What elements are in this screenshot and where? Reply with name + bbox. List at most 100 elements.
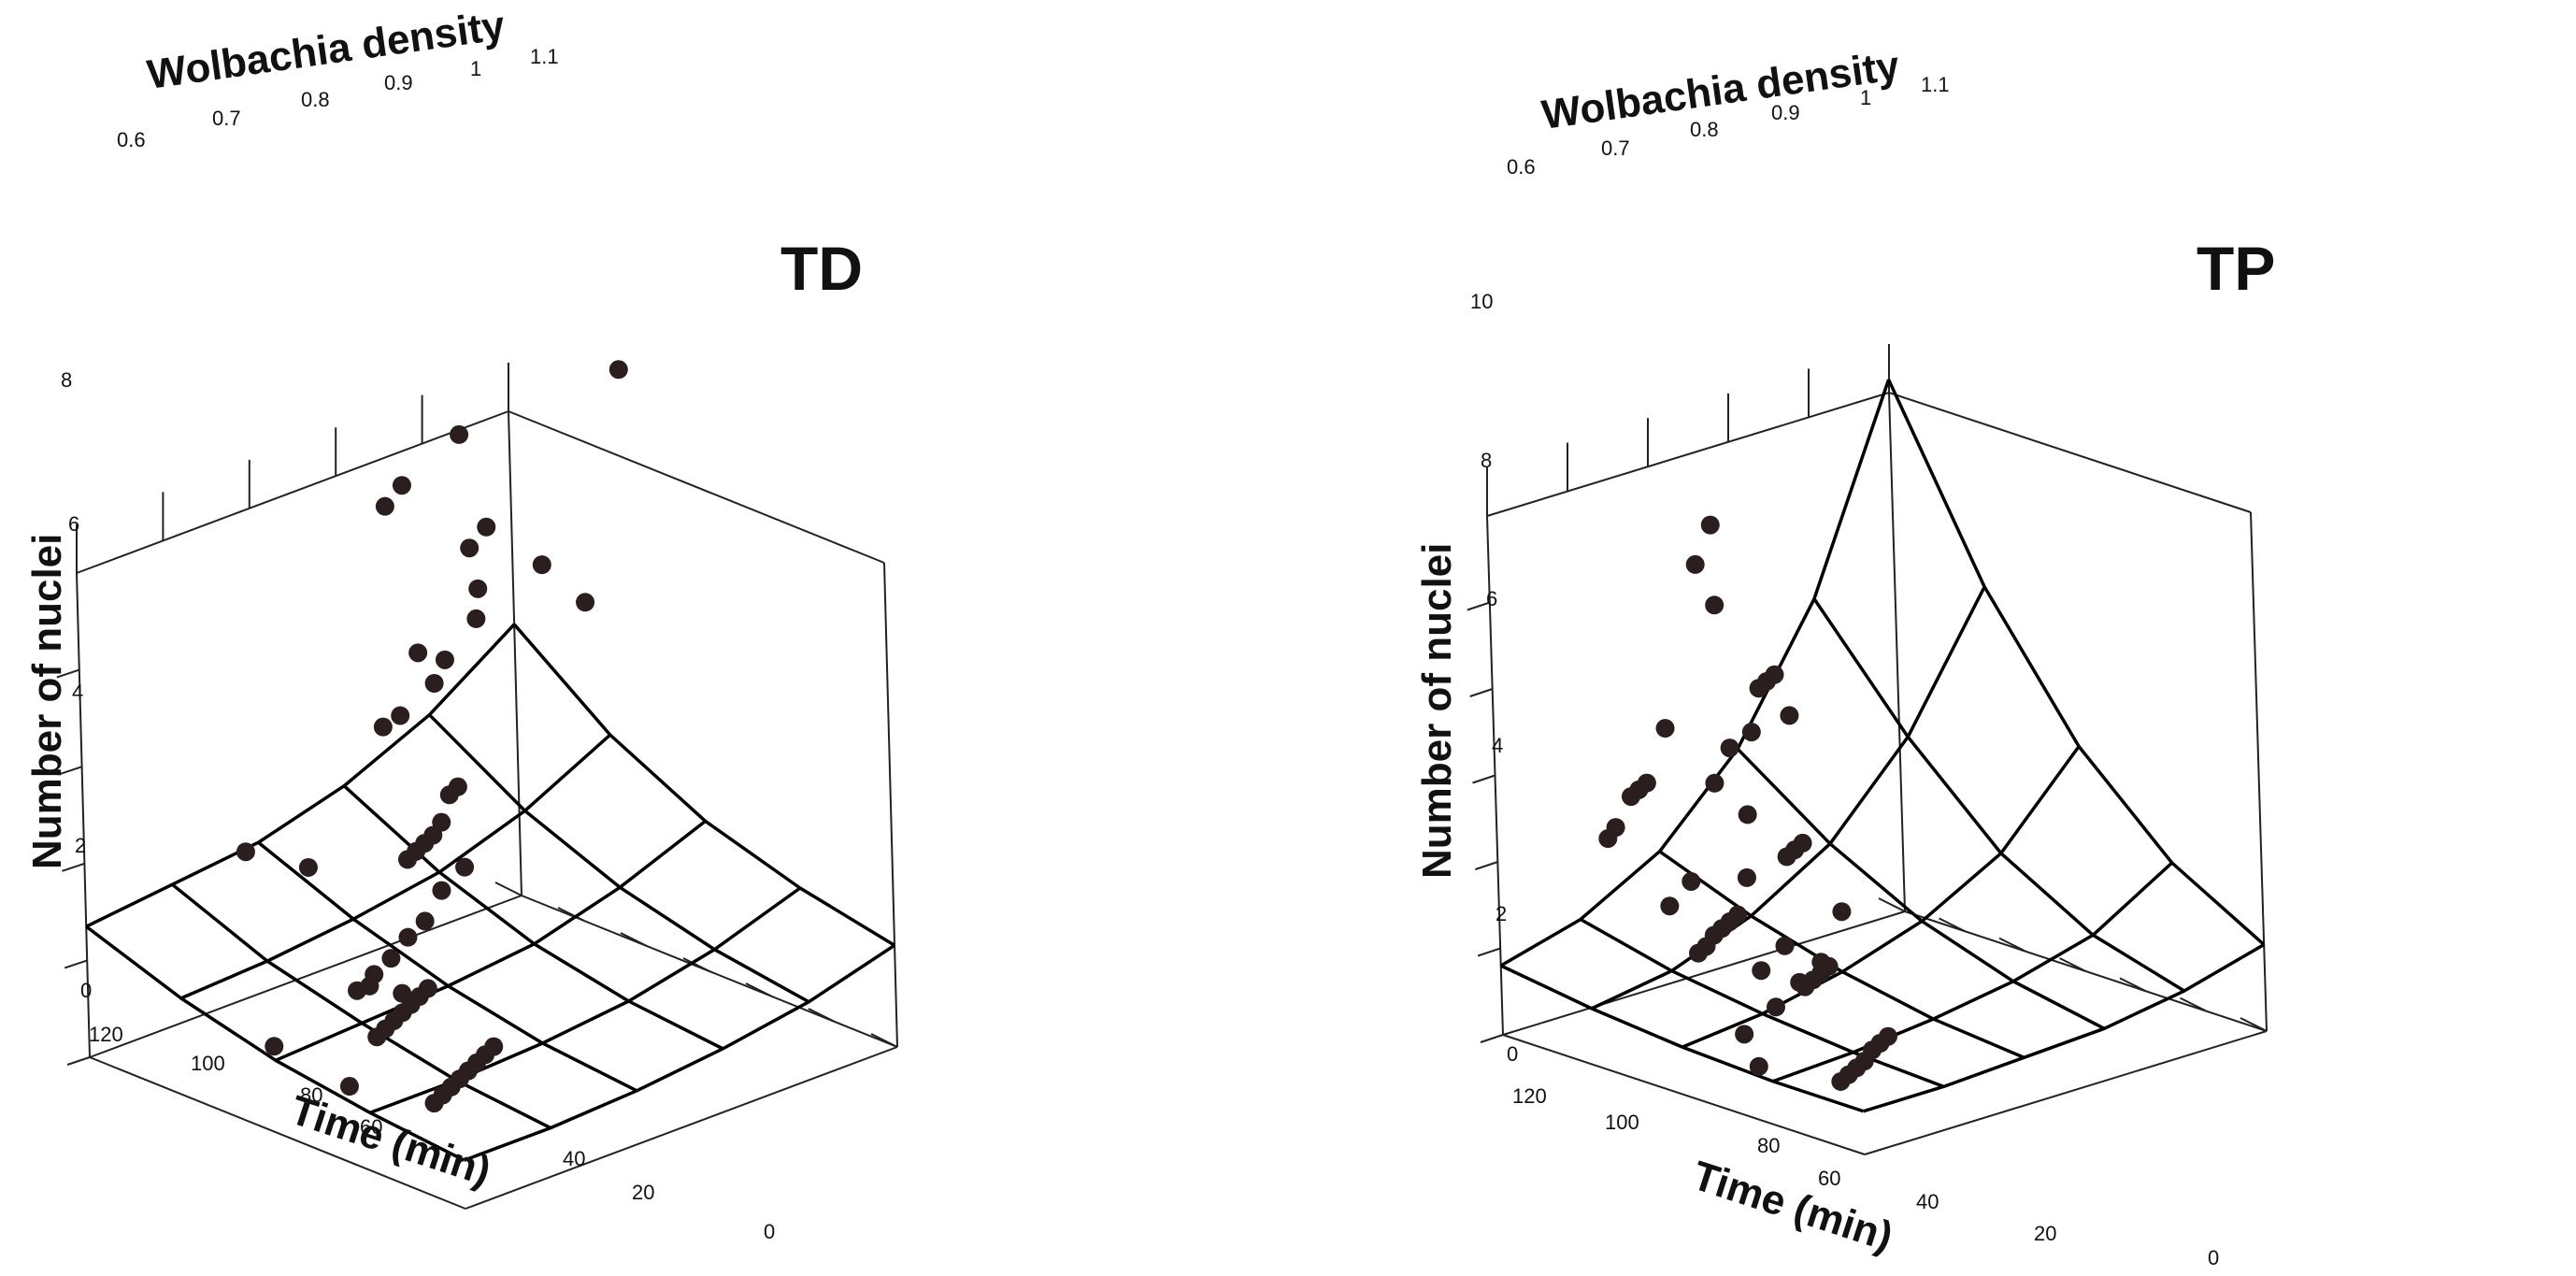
tp-y-axis-title: Time (min) — [1687, 1153, 1898, 1260]
td-axis-ticks — [56, 363, 898, 1066]
data-point — [408, 643, 428, 663]
data-point — [432, 881, 451, 900]
box-edge — [465, 1046, 898, 1210]
box-edge — [508, 410, 885, 564]
data-point — [1790, 972, 1810, 992]
td-x-tick-label: 0.7 — [212, 107, 241, 130]
data-point — [435, 650, 454, 669]
z-tick-mark — [1469, 688, 1493, 697]
td-z-tick-label: 0 — [80, 979, 92, 1002]
td-x-tick-label: 0.9 — [384, 71, 413, 94]
data-point — [1775, 936, 1795, 955]
data-point — [455, 857, 475, 877]
data-point — [1705, 773, 1724, 793]
data-point — [1878, 1026, 1897, 1046]
tp-y-tick-label: 100 — [1605, 1111, 1639, 1134]
y-tick-mark — [2059, 957, 2086, 972]
data-point — [1749, 1056, 1768, 1076]
tp-z-tick-label: 4 — [1492, 734, 1503, 757]
surface-line-density — [1658, 850, 2025, 1059]
data-point — [1752, 961, 1771, 981]
td-z-tick-label: 4 — [72, 681, 83, 704]
surface-line-density — [428, 713, 810, 1004]
tp-z-axis-title: Number of nuclei — [1414, 543, 1460, 879]
box-edge — [76, 572, 91, 1058]
td-z-tick-label: 2 — [75, 834, 86, 857]
tp-data-points — [1598, 515, 1897, 1091]
td-y-tick-label: 40 — [563, 1147, 585, 1170]
panel-td: TD Wolbachia density Time (min) Number o… — [24, 3, 898, 1243]
td-y-tick-label: 100 — [191, 1052, 225, 1075]
z-tick-mark — [1475, 861, 1498, 870]
surface-line-time — [1772, 861, 2173, 1083]
data-point — [415, 911, 435, 931]
data-point — [432, 812, 451, 832]
td-data-points — [236, 360, 628, 1113]
surface-line-density — [512, 623, 895, 947]
data-point — [265, 1037, 284, 1056]
y-tick-mark — [557, 907, 585, 922]
box-edge — [1502, 910, 1906, 1036]
data-point — [360, 976, 379, 996]
tp-y-tick-label: 20 — [2034, 1222, 2056, 1245]
box-edge — [76, 410, 509, 574]
data-point — [1705, 595, 1724, 615]
tp-x-tick-label: 1.1 — [1921, 73, 1950, 96]
surface-line-density — [171, 882, 551, 1130]
td-x-tick-label: 1 — [470, 57, 481, 80]
data-point — [468, 579, 488, 598]
box-edge — [1864, 1030, 2268, 1155]
y-tick-mark — [1998, 937, 2026, 953]
surface-line-density — [85, 925, 465, 1162]
tp-y-tick-label: 0 — [2208, 1246, 2219, 1269]
data-point — [1728, 905, 1748, 925]
data-point — [1606, 818, 1625, 838]
td-y-tick-label: 80 — [300, 1083, 322, 1107]
box-edge — [89, 1056, 466, 1210]
data-point — [608, 360, 628, 380]
data-point — [1793, 833, 1812, 853]
data-point — [1767, 997, 1785, 1017]
td-fitted-surface — [85, 623, 896, 1162]
tp-y-tick-label: 40 — [1916, 1190, 1939, 1213]
box-edge — [883, 562, 898, 1048]
surface-line-time — [275, 820, 707, 1062]
surface-line-time — [180, 733, 611, 1000]
surface-line-density — [1499, 964, 1865, 1113]
panel-tp: TP Wolbachia density Time (min) Number o… — [1414, 43, 2275, 1269]
surface-line-density — [1812, 597, 2185, 993]
data-point — [381, 949, 401, 968]
data-point — [1780, 706, 1799, 725]
td-y-tick-label: 120 — [89, 1023, 123, 1046]
surface-line-density — [1736, 747, 2106, 1030]
y-tick-mark — [808, 1008, 836, 1023]
y-tick-mark — [682, 957, 710, 972]
y-tick-mark — [870, 1033, 898, 1048]
surface-line-time — [1682, 745, 2081, 1049]
z-tick-mark — [56, 668, 80, 679]
surface-line-time — [1499, 379, 1891, 968]
y-tick-mark — [1939, 917, 1966, 933]
z-tick-mark — [66, 1056, 91, 1066]
data-point — [393, 983, 412, 1003]
td-bounding-box — [76, 410, 898, 1210]
tp-x-tick-label: 1 — [1860, 86, 1871, 109]
td-z-tick-label: 6 — [68, 512, 79, 536]
data-point — [398, 927, 418, 947]
data-point — [1655, 719, 1675, 738]
z-tick-mark — [1477, 947, 1501, 957]
data-point — [477, 517, 496, 537]
data-point — [1700, 515, 1720, 535]
box-edge — [2250, 511, 2268, 1032]
data-point — [576, 593, 595, 612]
tp-x-tick-label: 0.7 — [1601, 136, 1630, 160]
surface-line-density — [257, 840, 638, 1093]
td-x-tick-label: 1.1 — [530, 45, 559, 68]
data-point — [392, 476, 411, 495]
tp-x-tick-label: 0.8 — [1690, 118, 1719, 141]
data-point — [424, 674, 444, 693]
surface-line-time — [1591, 585, 1986, 1011]
data-point — [1738, 805, 1757, 824]
td-panel-title: TD — [780, 234, 863, 303]
data-point — [236, 842, 255, 862]
